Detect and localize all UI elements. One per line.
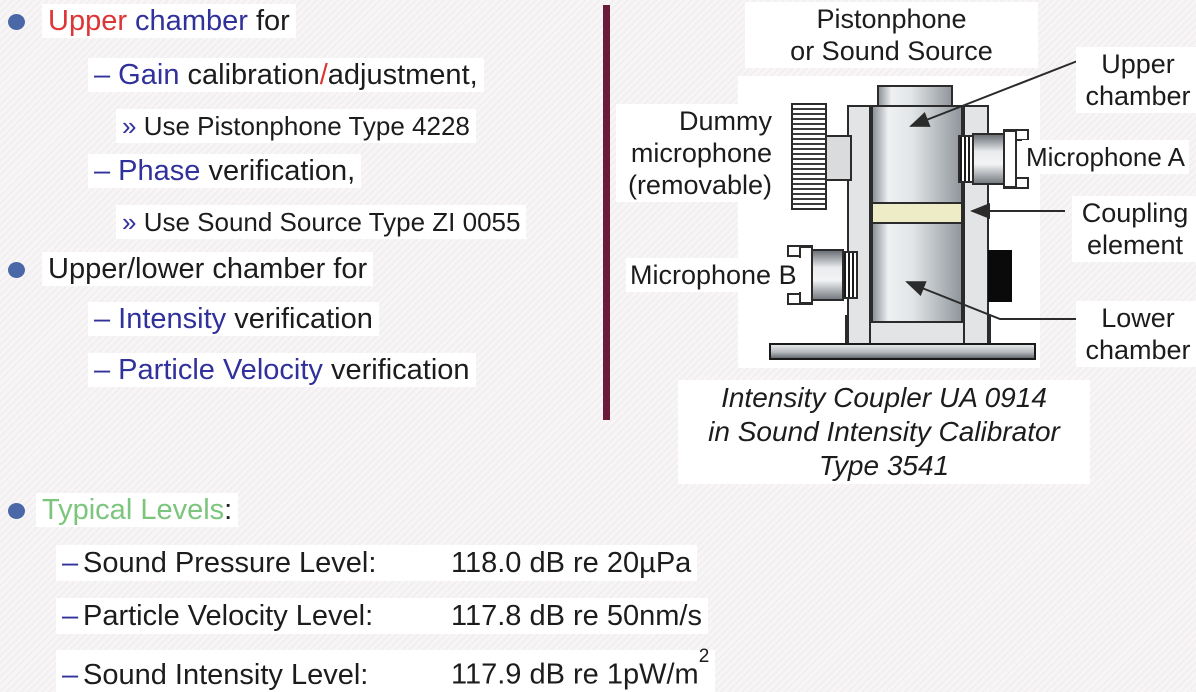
bullet-line-upper-chamber: Upper chamber for: [42, 4, 296, 38]
text-segment: Upper/lower chamber for: [48, 253, 368, 285]
callout-arrows: [905, 59, 1092, 320]
text-segment: calibration: [179, 59, 320, 91]
diagram-caption: Intensity Coupler UA 0914 in Sound Inten…: [678, 380, 1090, 484]
vertical-divider: [603, 5, 610, 420]
label-pistonphone-or-sound-source: Pistonphone or Sound Source: [745, 2, 1038, 68]
label-line: chamber: [1085, 335, 1191, 365]
text-segment: Use Sound Source Type ZI 0055: [143, 207, 521, 237]
sub-line-gain-calibration: – Gain calibration/adjustment,: [88, 58, 484, 92]
row-label: Particle Velocity Level:: [83, 600, 374, 632]
label-upper-chamber: Upper chamber: [1076, 47, 1196, 113]
row-value: 118.0 dB re 20µPa: [451, 547, 692, 579]
microphone-a-connector: [958, 129, 1029, 189]
typical-row-sound-intensity: –Sound Intensity Level: 117.9 dB re 1pW/m…: [56, 646, 716, 692]
row-value: 117.8 dB re 50nm/s: [451, 600, 702, 632]
text-segment: – Phase: [94, 155, 201, 187]
subsub-line-pistonphone-4228: » Use Pistonphone Type 4228: [116, 109, 476, 143]
dummy-microphone-knurled-wheel: [791, 103, 827, 210]
label-line: Dummy: [679, 106, 772, 136]
text-segment: for: [247, 5, 290, 37]
dummy-microphone-stem: [824, 135, 852, 181]
text-segment: verification: [322, 354, 470, 386]
row-dash: –: [62, 658, 79, 691]
upper-chamber-cylinder: [871, 105, 963, 204]
text-segment: – Intensity: [94, 303, 227, 335]
subsub-line-sound-source-zi0055: » Use Sound Source Type ZI 0055: [116, 205, 527, 239]
label-coupling-element: Coupling element: [1072, 196, 1196, 262]
label-lower-chamber: Lower chamber: [1076, 301, 1196, 367]
text-segment: »: [122, 111, 144, 141]
label-line: chamber: [1085, 81, 1191, 111]
intensity-coupler-diagram: [738, 59, 1092, 368]
typical-row-particle-velocity: –Particle Velocity Level: 117.8 dB re 50n…: [56, 598, 708, 634]
row-value-superscript: 2: [698, 646, 710, 667]
upper-chamber-arrow: [909, 59, 1081, 127]
coupling-element-band: [871, 202, 963, 224]
text-segment: verification: [226, 303, 373, 335]
text-segment: Use Pistonphone Type 4228: [143, 111, 470, 141]
label-microphone-a: Microphone A: [1022, 140, 1189, 174]
text-segment: /: [319, 59, 328, 91]
label-line: Upper: [1101, 49, 1175, 79]
text-segment: – Particle Velocity: [94, 354, 323, 386]
bullet-line-typical-levels: Typical Levels:: [36, 493, 239, 527]
label-line: microphone: [630, 138, 772, 168]
sub-line-phase-verification: – Phase verification,: [88, 154, 362, 188]
microphone-b-connector: [787, 245, 858, 305]
text-segment: Typical Levels: [42, 494, 225, 526]
row-label: Sound Pressure Level:: [83, 547, 377, 579]
bullet-line-upper-lower-chamber: Upper/lower chamber for: [42, 252, 374, 286]
label-dummy-microphone: Dummy microphone (removable): [616, 104, 776, 202]
label-line: or Sound Source: [790, 36, 993, 66]
text-segment: :: [224, 494, 233, 526]
text-segment: adjustment,: [327, 59, 478, 91]
label-line: Coupling: [1081, 198, 1189, 228]
bullet-dot: [8, 503, 25, 519]
coupler-top-cap: [877, 85, 953, 109]
typical-row-sound-pressure: –Sound Pressure Level: 118.0 dB re 20µPa: [56, 545, 698, 581]
row-dash: –: [62, 547, 79, 579]
lower-chamber-cylinder: [871, 222, 963, 323]
text-segment: – Gain: [94, 59, 180, 91]
caption-line: Intensity Coupler UA 0914: [721, 382, 1047, 413]
text-segment: »: [122, 207, 144, 237]
row-label: Sound Intensity Level:: [83, 658, 369, 691]
text-segment: chamber: [127, 5, 248, 37]
row-dash: –: [62, 600, 79, 632]
sub-line-particle-velocity-verification: – Particle Velocity verification: [88, 353, 476, 387]
lower-chamber-arrow: [905, 281, 1092, 320]
bullet-dot: [8, 262, 25, 278]
label-line: Pistonphone: [816, 4, 967, 34]
label-microphone-b: Microphone B: [626, 258, 801, 292]
label-line: (removable): [627, 170, 772, 200]
bullet-dot: [8, 14, 25, 30]
caption-line: in Sound Intensity Calibrator: [708, 416, 1060, 447]
row-value: 117.9 dB re 1pW/m: [451, 658, 699, 691]
sub-line-intensity-verification: – Intensity verification: [88, 302, 379, 336]
label-line: Lower: [1101, 303, 1175, 333]
text-segment: Upper: [48, 5, 127, 37]
text-segment: verification,: [200, 155, 356, 187]
label-line: element: [1086, 230, 1184, 260]
caption-line: Type 3541: [818, 450, 950, 481]
side-block: [988, 250, 1012, 302]
base-plate: [769, 343, 1036, 360]
